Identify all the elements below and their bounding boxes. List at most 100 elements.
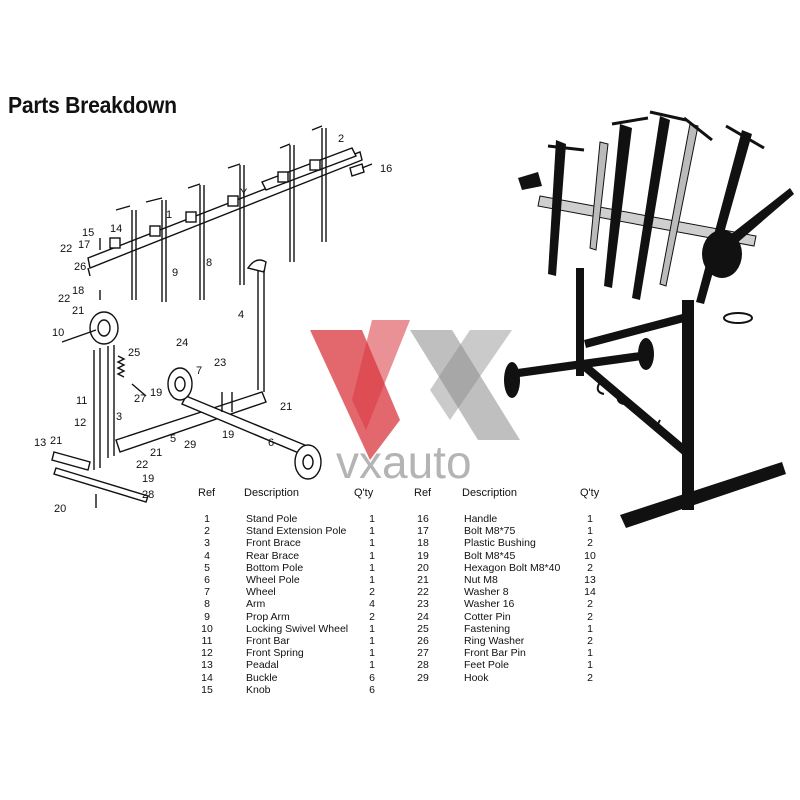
callout: 8 (206, 257, 212, 269)
part-qty: 1 (369, 647, 375, 660)
part-description: Front Bar (246, 635, 290, 647)
callout: 21 (72, 305, 84, 317)
part-description: Feet Pole (464, 659, 509, 672)
callout: 23 (214, 357, 226, 369)
part-qty: 2 (587, 561, 593, 574)
part-description: Bolt M8*75 (464, 525, 516, 538)
part-ref: 1 (204, 513, 210, 525)
part-description: Fastening (464, 622, 511, 635)
callout: 21 (50, 435, 62, 447)
part-ref: 11 (201, 635, 213, 647)
callout: 19 (222, 429, 234, 441)
part-ref: 8 (204, 598, 210, 611)
column-header-qty: Q'ty (354, 487, 374, 499)
part-description: Locking Swivel Wheel (246, 622, 349, 635)
callout: 28 (142, 489, 154, 501)
part-qty: 1 (587, 647, 593, 660)
part-qty: 13 (584, 574, 596, 586)
column-header-ref: Ref (198, 487, 216, 499)
callout: 20 (54, 503, 66, 515)
part-row: 7 Wheel 2 (196, 586, 416, 599)
part-description: Stand Extension Pole (246, 525, 347, 538)
callout: 6 (268, 437, 274, 449)
part-qty: 1 (369, 513, 375, 525)
part-ref: 9 (204, 610, 210, 623)
part-qty: 2 (369, 610, 375, 623)
part-qty: 2 (587, 537, 593, 550)
part-description: Knob (246, 683, 271, 696)
part-qty: 1 (587, 513, 593, 525)
part-qty: 6 (369, 671, 375, 684)
part-description: Washer 8 (464, 586, 509, 599)
part-description: Bottom Pole (246, 561, 304, 574)
part-qty: 1 (587, 622, 593, 635)
part-description: Wheel (246, 586, 276, 599)
callout: 22 (136, 459, 148, 471)
column-header-ref: Ref (414, 487, 432, 499)
callout-labels: 2 16 1 Y 14 15 22 17 26 9 8 18 22 21 4 1… (34, 133, 392, 515)
part-qty: 6 (369, 683, 375, 696)
callout: 12 (74, 417, 86, 429)
part-ref: 20 (417, 561, 429, 574)
part-qty: 2 (587, 610, 593, 623)
part-ref: 19 (417, 549, 429, 562)
callout: 16 (380, 163, 392, 175)
part-qty: 1 (587, 525, 593, 538)
callout: 25 (128, 347, 140, 359)
part-description: Cotter Pin (464, 610, 511, 623)
part-ref: 22 (417, 586, 429, 599)
part-ref: 12 (201, 647, 213, 660)
part-description: Front Bar Pin (464, 647, 526, 660)
callout: 13 (34, 437, 46, 449)
part-description: Wheel Pole (246, 574, 300, 586)
callout: 19 (142, 473, 154, 485)
part-description: Hook (464, 671, 489, 684)
callout: 21 (280, 401, 292, 413)
part-ref: 5 (204, 561, 210, 574)
callout: 27 (134, 393, 146, 405)
part-ref: 13 (201, 659, 213, 672)
part-qty: 2 (369, 586, 375, 599)
part-description: Front Brace (246, 537, 301, 550)
part-ref: 7 (204, 586, 210, 599)
part-qty: 2 (587, 598, 593, 611)
exploded-drawing (51, 125, 373, 508)
callout: 18 (72, 285, 84, 297)
callout: 10 (52, 327, 64, 339)
callout: 5 (170, 433, 176, 445)
part-ref: 17 (417, 525, 429, 538)
callout: 2 (338, 133, 344, 145)
part-ref: 29 (417, 671, 429, 684)
part-description: Plastic Bushing (464, 537, 536, 550)
callout: 15 (82, 227, 94, 239)
callout: 21 (150, 447, 162, 459)
part-description: Washer 16 (464, 598, 515, 611)
part-ref: 2 (204, 525, 210, 538)
watermark-text: vxauto (336, 436, 472, 488)
part-ref: 3 (204, 537, 210, 550)
part-qty: 1 (369, 659, 375, 672)
part-description: Arm (246, 598, 266, 611)
part-qty: 1 (369, 525, 375, 538)
callout: 7 (196, 365, 202, 377)
part-ref: 16 (417, 513, 429, 525)
part-description: Nut M8 (464, 574, 498, 586)
